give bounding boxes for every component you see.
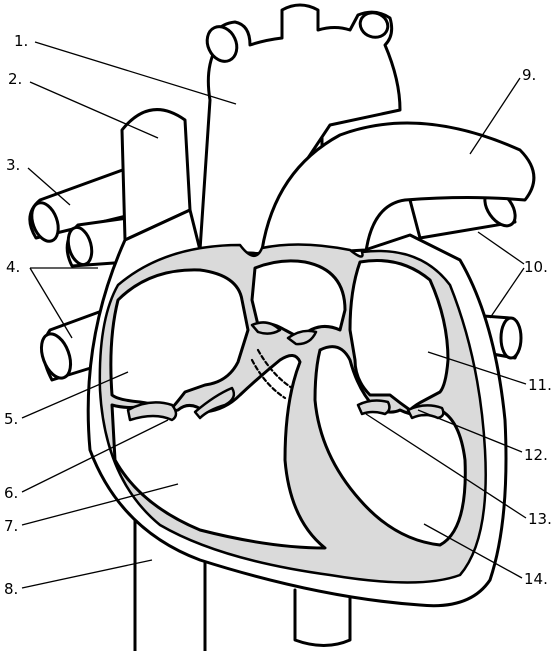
label-10: 10. bbox=[524, 258, 548, 276]
right-pulmonary-artery-upper-opening bbox=[30, 201, 60, 243]
pulmonary-artery bbox=[260, 121, 536, 262]
tricuspid-valve-right-leaflet bbox=[193, 386, 236, 420]
descending-aorta bbox=[293, 588, 352, 647]
leader-line-9 bbox=[469, 77, 521, 155]
inferior-vena-cava bbox=[133, 518, 207, 651]
label-1: 1. bbox=[14, 32, 28, 50]
leader-line-2 bbox=[29, 81, 159, 139]
aortic-branch-opening-right bbox=[358, 11, 390, 39]
aortic-valve bbox=[286, 329, 318, 346]
leader-line-13 bbox=[365, 413, 527, 519]
label-13: 13. bbox=[528, 510, 552, 528]
leader-line-3 bbox=[27, 167, 71, 206]
leader-line-4b bbox=[29, 267, 73, 339]
leader-line-12 bbox=[417, 409, 523, 453]
label-2: 2. bbox=[8, 70, 22, 88]
mitral-valve-left-leaflet bbox=[356, 399, 391, 416]
leader-lines bbox=[21, 41, 527, 589]
label-7: 7. bbox=[4, 517, 18, 535]
left-atrium bbox=[348, 258, 450, 412]
labels: 1. 2. 3. 4. 5. 6. 7. 8. 9. 10. 11. 12. 1… bbox=[4, 32, 552, 598]
label-8: 8. bbox=[4, 580, 18, 598]
tricuspid-valve-left-leaflet bbox=[126, 401, 178, 422]
pulmonary-valve bbox=[250, 321, 282, 335]
mitral-valve-right-leaflet bbox=[406, 404, 445, 420]
leader-line-6 bbox=[21, 419, 169, 493]
heart-illustration bbox=[28, 3, 536, 651]
leader-line-8 bbox=[21, 559, 153, 589]
leader-line-5 bbox=[21, 371, 129, 419]
label-6: 6. bbox=[4, 484, 18, 502]
leader-line-7 bbox=[21, 483, 179, 526]
left-pulmonary-vein-opening bbox=[499, 316, 523, 360]
leader-line-10b bbox=[489, 267, 525, 319]
right-atrium bbox=[109, 268, 250, 412]
label-4: 4. bbox=[6, 258, 20, 276]
right-pulmonary-vein-upper-opening bbox=[66, 225, 94, 267]
right-ventricle bbox=[110, 354, 327, 550]
label-11: 11. bbox=[528, 376, 552, 394]
leader-line-14 bbox=[423, 523, 523, 579]
leader-line-11 bbox=[427, 351, 527, 385]
label-3: 3. bbox=[6, 156, 20, 174]
leader-line-10a bbox=[477, 231, 525, 265]
leader-line-1 bbox=[34, 41, 237, 105]
label-14: 14. bbox=[524, 570, 548, 588]
label-5: 5. bbox=[4, 410, 18, 428]
label-9: 9. bbox=[522, 66, 536, 84]
label-12: 12. bbox=[524, 446, 548, 464]
left-ventricle bbox=[313, 345, 467, 547]
hidden-valve-outline bbox=[250, 348, 294, 400]
superior-vena-cava bbox=[120, 108, 192, 242]
right-pulmonary-vein-lower-opening bbox=[39, 332, 73, 380]
aortic-branch-opening-left bbox=[205, 25, 239, 63]
